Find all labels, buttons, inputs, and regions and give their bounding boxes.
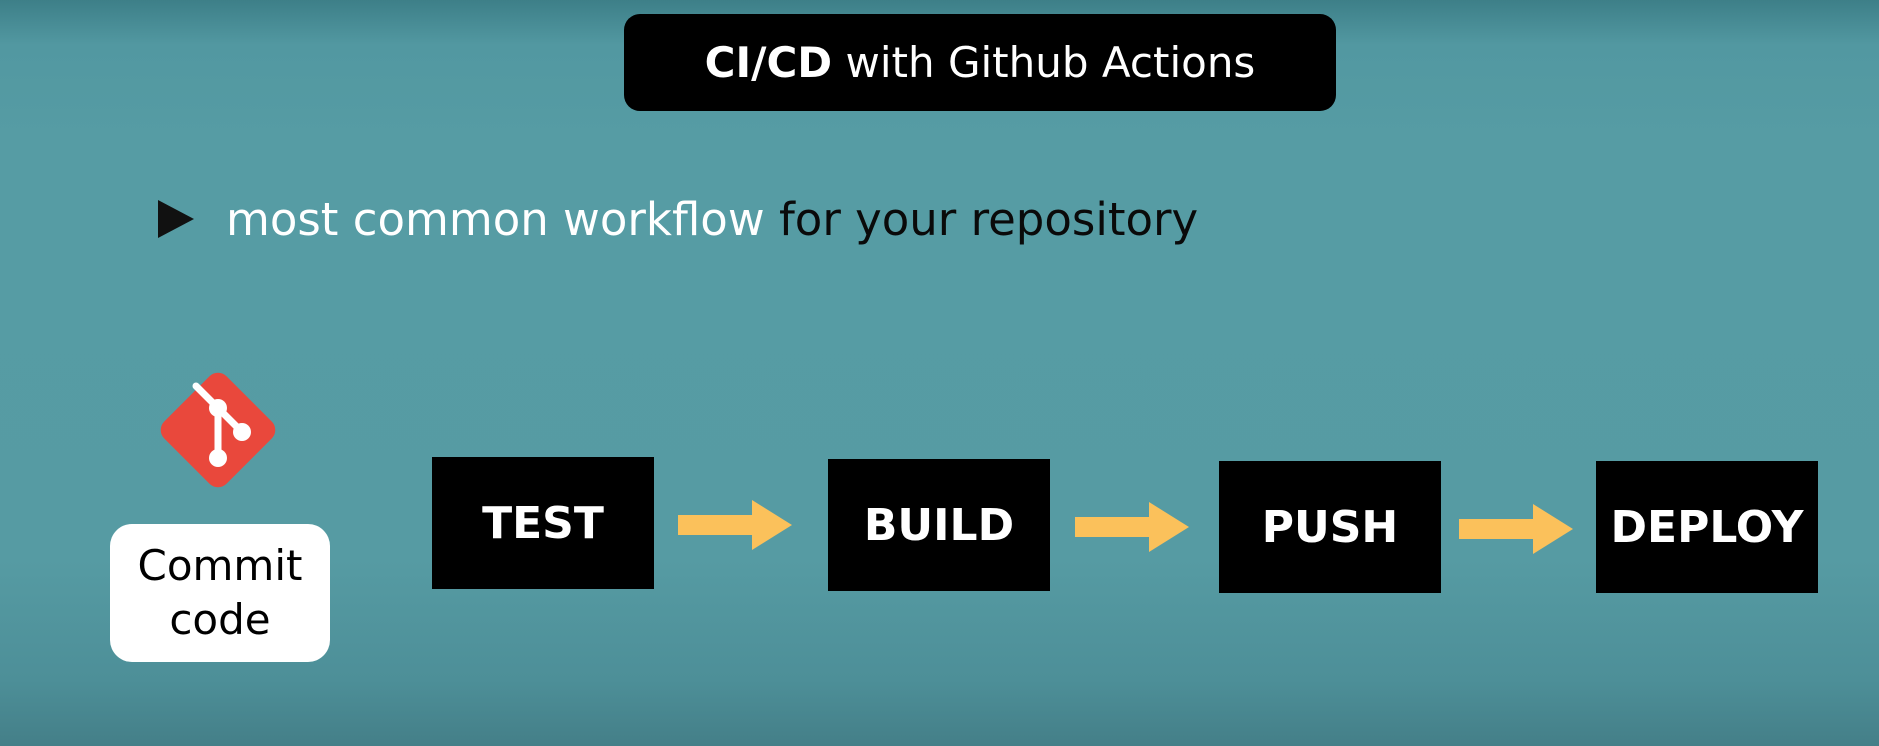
right-arrow-icon (678, 500, 792, 550)
commit-code-box: Commit code (110, 524, 330, 662)
git-logo-icon (160, 372, 276, 488)
stage-test-label: TEST (482, 497, 604, 549)
stage-build-label: BUILD (863, 499, 1015, 551)
commit-line-2: code (169, 595, 271, 644)
stage-deploy-box: DEPLOY (1596, 461, 1818, 593)
title-banner: CI/CD with Github Actions (624, 14, 1336, 111)
stage-push-label: PUSH (1261, 501, 1399, 553)
title-bold: CI/CD (704, 38, 833, 87)
stage-deploy-label: DEPLOY (1610, 501, 1804, 553)
triangle-bullet-icon (158, 200, 194, 238)
stage-test-box: TEST (432, 457, 654, 589)
commit-line-1: Commit (137, 541, 303, 590)
right-arrow-icon (1075, 502, 1189, 552)
title-rest: with Github Actions (832, 38, 1256, 87)
stage-build-box: BUILD (828, 459, 1050, 591)
bullet-text: most common workflow for your repository (226, 193, 1198, 246)
bullet-point: most common workflow for your repository (158, 186, 1198, 252)
right-arrow-icon (1459, 504, 1573, 554)
bullet-rest: for your repository (764, 192, 1199, 246)
stage-push-box: PUSH (1219, 461, 1441, 593)
bullet-highlight: most common workflow (226, 192, 765, 246)
